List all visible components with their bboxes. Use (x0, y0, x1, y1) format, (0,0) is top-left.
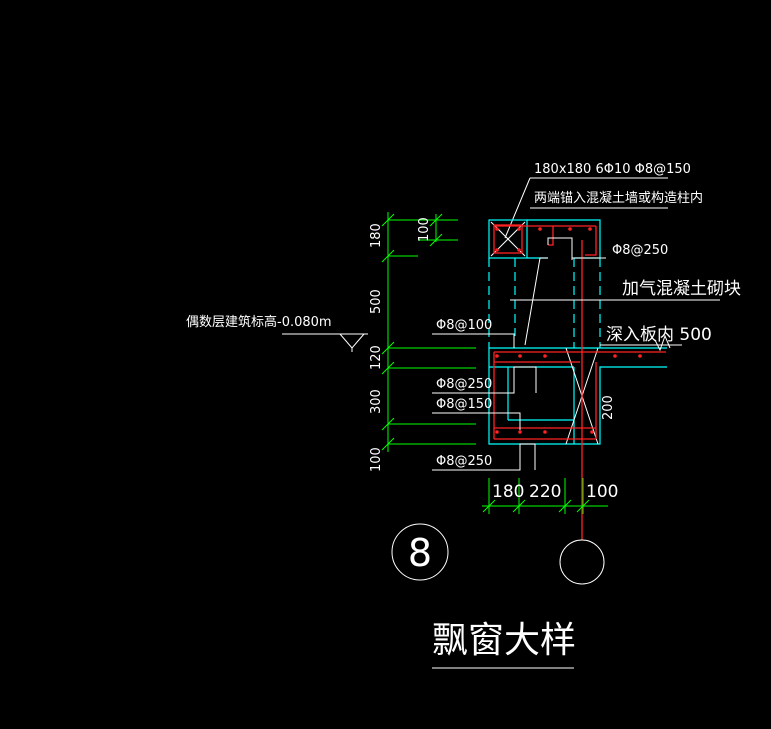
vdim-label-120: 120 (369, 345, 384, 370)
vdim-extension-lines (388, 219, 476, 445)
hdim-label-180: 180 (492, 482, 524, 502)
block-wall-label: 加气混凝土砌块 (622, 279, 741, 299)
rebar-dots (495, 227, 642, 434)
vdim-small-tick-a (429, 213, 443, 227)
lintel-rebar-loop (493, 224, 523, 254)
vdim-small-label: 100 (417, 217, 432, 242)
break-mark (654, 334, 671, 352)
lintel-box (488, 219, 528, 259)
hdim-extension-lines (488, 478, 584, 514)
top-rebar-hook (548, 226, 554, 246)
rebar-label-150: Φ8@150 (436, 397, 492, 412)
rebar-label-250a: Φ8@250 (436, 377, 492, 392)
vdim-label-100: 100 (369, 447, 384, 472)
leader-150 (432, 412, 521, 430)
embed-depth-label: 深入板内 500 (606, 325, 712, 345)
leader-diagonal (524, 257, 548, 346)
rebar-label-100: Φ8@100 (436, 318, 492, 333)
sill-outline (488, 348, 667, 445)
dim-label-200: 200 (601, 395, 616, 420)
rebar-label-250b: Φ8@250 (436, 454, 492, 469)
floor-level-label: 偶数层建筑标高-0.080m (186, 314, 332, 330)
leader-250a (432, 367, 515, 394)
axis-bubble (559, 539, 605, 585)
leader-250b (432, 443, 536, 471)
leader-top-right (547, 237, 573, 260)
drawing-title: 飘窗大样 (432, 620, 576, 661)
leader-100 (432, 333, 515, 348)
hdim-label-100: 100 (586, 482, 618, 502)
top-rebar-right-hook (585, 226, 597, 256)
vdim-small-tick-b (429, 233, 443, 247)
vdim-label-180: 180 (369, 223, 384, 248)
lintel-annotation: 180x180 6Φ10 Φ8@150 (534, 162, 691, 177)
detail-number: 8 (408, 531, 432, 575)
hdim-label-220: 220 (529, 482, 561, 502)
level-triangle (339, 333, 365, 349)
lintel-leader-line (504, 177, 531, 239)
rebar-label-top-right: Φ8@250 (612, 243, 668, 258)
vdim-label-300: 300 (369, 389, 384, 414)
detail-number-circle (391, 523, 449, 581)
anchor-annotation: 两端锚入混凝土墙或构造柱内 (534, 190, 703, 206)
leader-250a-hook (514, 366, 537, 393)
vdim-label-500: 500 (369, 289, 384, 314)
